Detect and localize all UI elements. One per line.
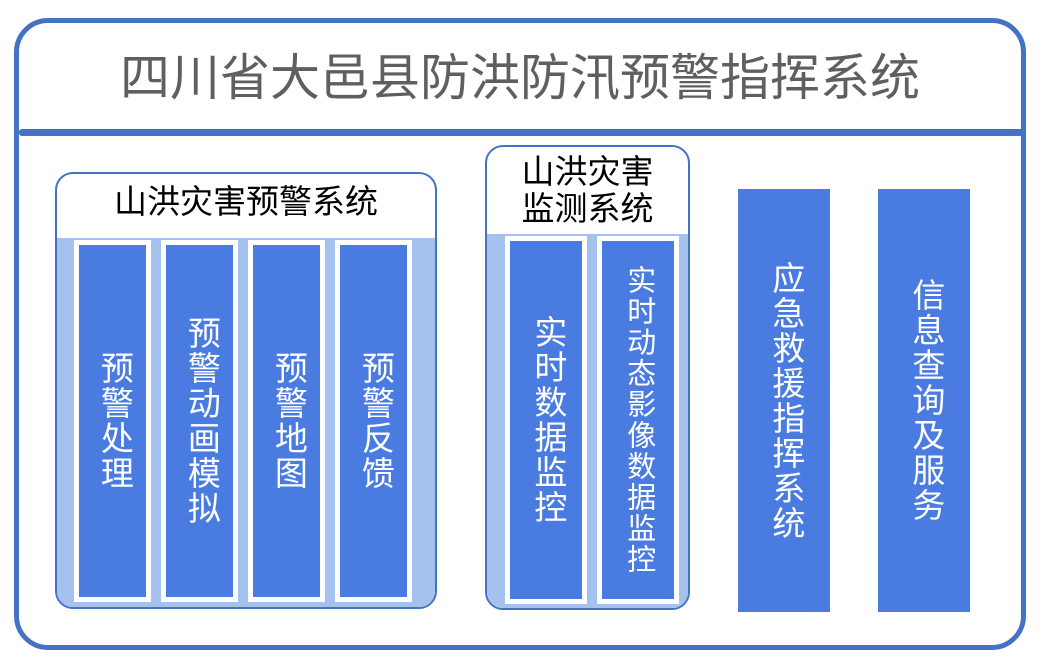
group-monitoring-system-header-line1: 山洪灾害 <box>521 155 654 191</box>
title-divider <box>19 129 1025 136</box>
bar-warning-feedback-label: 预警反馈 <box>356 351 393 491</box>
bar-emergency-rescue-command-system[interactable]: 应急救援指挥系统 <box>738 189 830 612</box>
bar-warning-map-label: 预警地图 <box>269 351 306 491</box>
bar-realtime-data-monitoring[interactable]: 实时数据监控 <box>505 236 587 604</box>
group-warning-system[interactable]: 山洪灾害预警系统 预警处理 预警动画模拟 预警地图 预警反馈 <box>55 172 437 609</box>
page-title: 四川省大邑县防洪防汛预警指挥系统 <box>120 50 920 106</box>
bar-warning-processing-label: 预警处理 <box>95 351 132 491</box>
bar-emergency-rescue-command-system-label: 应急救援指挥系统 <box>766 260 803 541</box>
bar-information-query-and-service[interactable]: 信息查询及服务 <box>878 189 970 612</box>
bar-warning-processing[interactable]: 预警处理 <box>74 240 151 602</box>
group-monitoring-system-header: 山洪灾害 监测系统 <box>487 155 688 229</box>
bar-information-query-and-service-label: 信息查询及服务 <box>906 278 943 523</box>
bar-realtime-data-monitoring-label: 实时数据监控 <box>528 315 565 525</box>
group-monitoring-system-header-line2: 监测系统 <box>521 191 654 228</box>
bar-warning-map[interactable]: 预警地图 <box>248 240 325 602</box>
group-warning-system-header: 山洪灾害预警系统 <box>114 185 378 221</box>
group-monitoring-system[interactable]: 山洪灾害 监测系统 实时数据监控 实时动态影像数据监控 <box>485 145 690 610</box>
title-bar: 四川省大邑县防洪防汛预警指挥系统 <box>19 23 1021 133</box>
bar-realtime-dynamic-image-data-monitoring[interactable]: 实时动态影像数据监控 <box>597 236 679 604</box>
bar-realtime-dynamic-image-data-monitoring-label: 实时动态影像数据监控 <box>622 265 655 575</box>
bar-warning-feedback[interactable]: 预警反馈 <box>335 240 412 602</box>
bar-warning-animation-simulation[interactable]: 预警动画模拟 <box>161 240 238 602</box>
bar-warning-animation-simulation-label: 预警动画模拟 <box>182 316 219 526</box>
